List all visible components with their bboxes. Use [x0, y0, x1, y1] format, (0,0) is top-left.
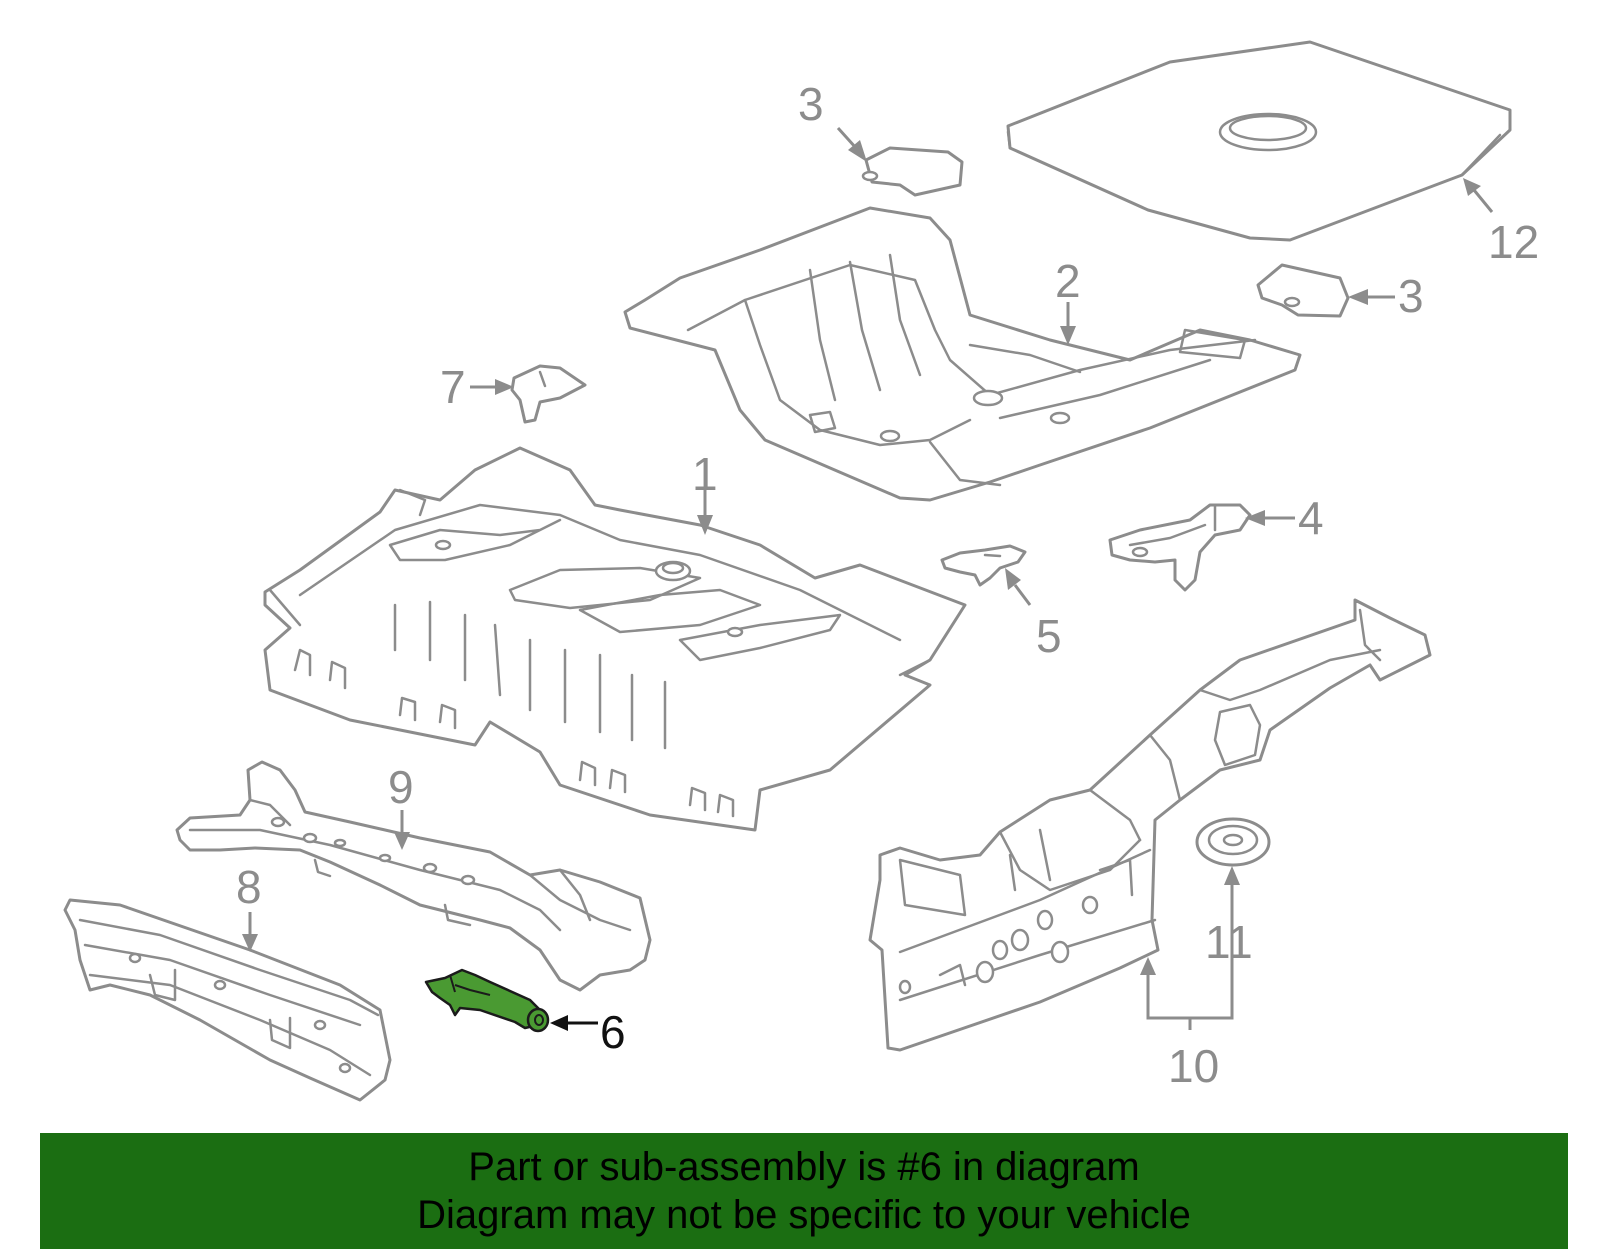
callout-7[interactable]: 7 — [440, 361, 466, 413]
part-9-crossmember[interactable] — [175, 760, 652, 992]
callout-3-right[interactable]: 3 — [1398, 270, 1424, 322]
callout-5[interactable]: 5 — [1036, 610, 1062, 662]
part-3-bracket-right[interactable] — [1256, 263, 1350, 318]
callout-2[interactable]: 2 — [1055, 255, 1081, 307]
parts-diagram: 1 2 3 3 4 5 6 7 8 9 10 11 12 — [63, 40, 1539, 1102]
callout-3-upper[interactable]: 3 — [798, 78, 824, 130]
part-1-rear-floor-pan[interactable] — [263, 446, 967, 832]
part-12-spare-tire-cover[interactable] — [1006, 40, 1512, 242]
callout-9[interactable]: 9 — [388, 761, 414, 813]
leader-lines — [242, 126, 1494, 1031]
part-10-rear-rail-assembly[interactable] — [868, 598, 1432, 1052]
callout-1[interactable]: 1 — [692, 448, 718, 500]
callout-labels: 1 2 3 3 4 5 6 7 8 9 10 11 12 — [236, 78, 1539, 1092]
info-banner: Part or sub-assembly is #6 in diagram Di… — [40, 1133, 1568, 1249]
part-3-bracket-upper[interactable] — [861, 146, 964, 197]
banner-line-disclaimer: Diagram may not be specific to your vehi… — [417, 1193, 1191, 1237]
part-7-bracket[interactable] — [510, 364, 587, 424]
part-11-grommet[interactable] — [1195, 817, 1271, 867]
part-8-rear-body-panel[interactable] — [63, 898, 392, 1102]
callout-8[interactable]: 8 — [236, 861, 262, 913]
callout-10[interactable]: 10 — [1168, 1040, 1219, 1092]
callout-12[interactable]: 12 — [1488, 216, 1539, 268]
callout-4[interactable]: 4 — [1298, 492, 1324, 544]
callout-6[interactable]: 6 — [600, 1006, 626, 1058]
banner-line-part-number: Part or sub-assembly is #6 in diagram — [468, 1145, 1140, 1189]
part-4-bracket[interactable] — [1108, 503, 1252, 592]
part-5-bracket[interactable] — [940, 544, 1027, 587]
callout-11[interactable]: 11 — [1205, 916, 1253, 968]
part-6-bracket-highlighted[interactable] — [424, 968, 550, 1033]
part-2-rear-floor-pan[interactable] — [623, 206, 1302, 502]
